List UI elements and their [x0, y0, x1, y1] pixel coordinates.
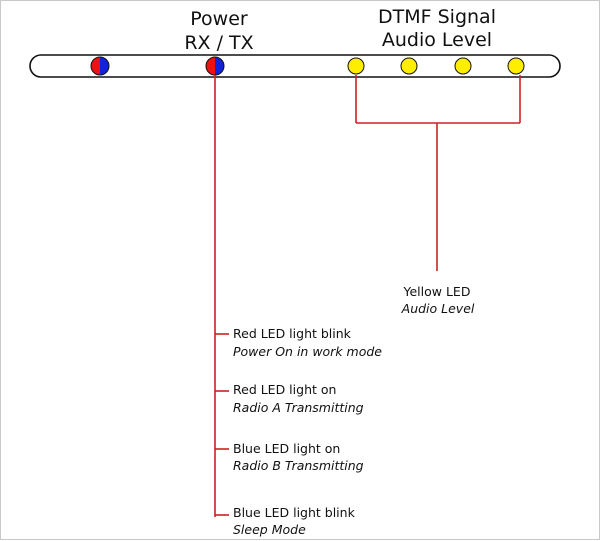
yellow-led-2 [400, 57, 418, 75]
state-1-subtitle: Power On in work mode [233, 344, 382, 359]
state-2-subtitle: Radio A Transmitting [233, 400, 364, 415]
yellow-led-title: Yellow LED [403, 284, 471, 299]
state-3-title: Blue LED light on [233, 441, 340, 456]
red-blue-led-left [90, 56, 110, 76]
state-4-subtitle: Sleep Mode [233, 522, 306, 537]
power-header-line1: Power [190, 8, 248, 30]
power-header-line2: RX / TX [184, 32, 253, 54]
dtmf-header-line2: Audio Level [382, 29, 492, 51]
yellow-led-3 [454, 57, 472, 75]
state-3-subtitle: Radio B Transmitting [233, 458, 364, 473]
yellow-led-bracket [355, 75, 521, 271]
state-4-title: Blue LED light blink [233, 505, 356, 520]
dtmf-header-line1: DTMF Signal [378, 6, 496, 28]
power-callout-tree [214, 75, 229, 517]
yellow-led-4 [507, 57, 525, 75]
yellow-led-1 [347, 57, 365, 75]
led-bar [29, 54, 561, 78]
state-1-title: Red LED light blink [233, 326, 352, 341]
state-2-title: Red LED light on [233, 382, 336, 397]
yellow-led-subtitle: Audio Level [401, 301, 475, 316]
power-rxtx-led [205, 56, 225, 76]
